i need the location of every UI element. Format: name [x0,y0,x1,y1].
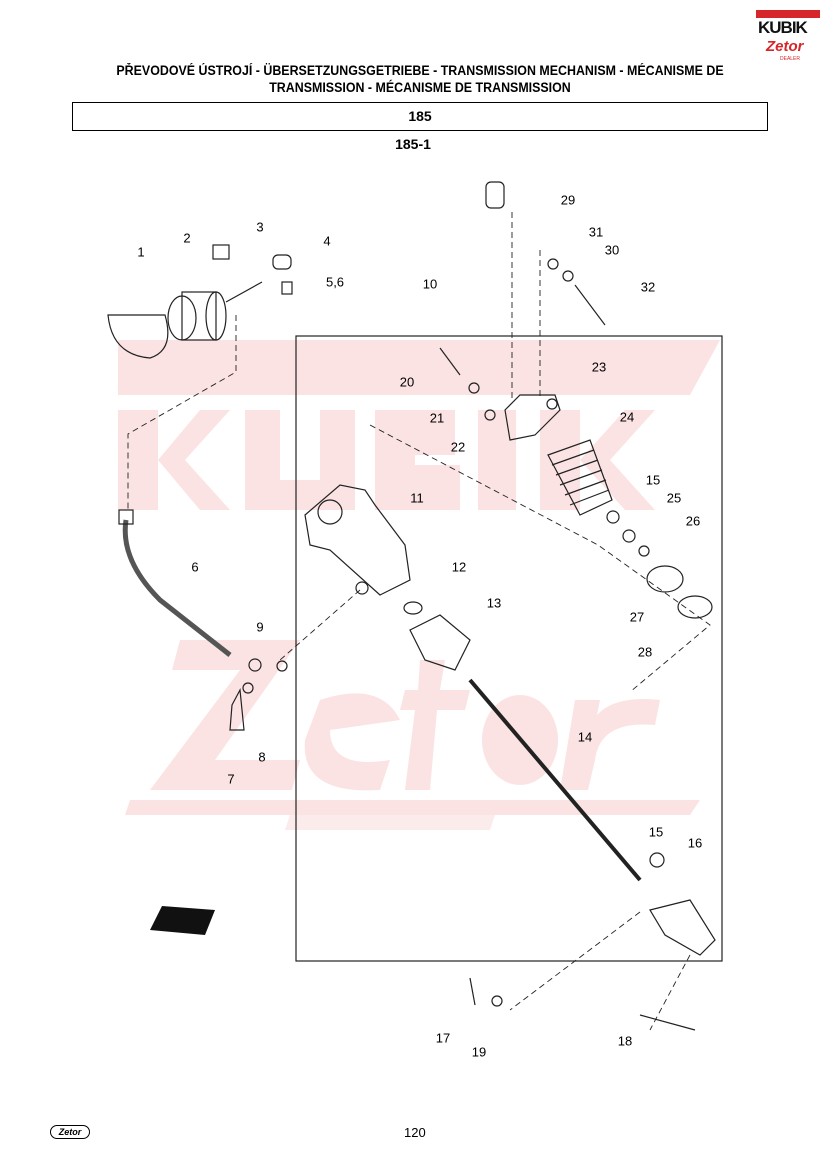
callout-22: 22 [450,439,466,455]
callout-6: 6 [191,559,199,575]
part-clamp [107,314,169,359]
callout-29: 29 [560,192,576,208]
watermark-kubik-shape [118,340,720,510]
callout-27: 27 [629,609,645,625]
callout-8: 8 [258,749,266,765]
callout-32: 32 [640,279,656,295]
callout-11: 11 [410,490,424,506]
callout-31: 31 [588,224,604,240]
callout-4: 4 [323,233,331,249]
part-cylinder [167,281,263,341]
part-top-bracket [439,181,561,441]
callout-10: 10 [422,276,438,292]
logo-tag: DEALER [780,56,801,62]
callout-30: 30 [604,242,620,258]
callout-15-bottom: 15 [648,824,664,840]
callout-25: 25 [666,490,682,506]
logo-bar [756,10,820,18]
direction-arrow [150,906,215,935]
part-pipe [118,509,232,657]
callout-7: 7 [227,771,235,787]
kubik-zetor-logo: KUBIK Zetor DEALER [756,10,820,62]
callout-26: 26 [685,513,701,529]
section-number: 185 [72,102,768,131]
watermark-dealer-shape [285,800,500,830]
callout-2: 2 [183,230,191,246]
logo-zetor: Zetor [766,38,804,55]
callout-16: 16 [687,835,703,851]
part-plug [212,244,293,295]
title-line-2: TRANSMISSION - MÉCANISME DE TRANSMISSION [269,80,571,95]
part-housing [304,484,411,596]
callout-21: 21 [429,410,445,426]
callout-23: 23 [591,359,607,375]
callout-18: 18 [617,1033,633,1049]
callout-9: 9 [256,619,264,635]
part-banjo [229,658,288,731]
callout-14: 14 [577,729,593,745]
part-seals [403,601,471,671]
title-line-1: PŘEVODOVÉ ÚSTROJÍ - ÜBERSETZUNGSGETRIEBE… [116,63,724,78]
callout-28: 28 [637,644,653,660]
callout-1: 1 [137,244,145,260]
assembly-frame [295,335,723,962]
callout-12: 12 [451,559,467,575]
part-lever [649,899,716,956]
callout-19: 19 [471,1044,487,1060]
callout-17: 17 [435,1030,451,1046]
callout-3: 3 [256,219,264,235]
callout-15-top: 15 [645,472,661,488]
part-shaft [468,678,665,882]
subsection-number: 185-1 [395,136,431,152]
part-bellows [547,439,613,516]
callout-20: 20 [399,374,415,390]
callout-5-6: 5,6 [325,274,345,290]
part-washers [547,258,713,619]
logo-brand: KUBIK [758,18,808,37]
page-title: PŘEVODOVÉ ÚSTROJÍ - ÜBERSETZUNGSGETRIEBE… [89,62,751,96]
footer-zetor-logo: Zetor [50,1125,90,1139]
part-pins [469,977,696,1031]
callout-13: 13 [486,595,502,611]
page-number: 120 [404,1125,426,1140]
callout-24: 24 [619,409,635,425]
leader-dashes [127,212,711,1031]
